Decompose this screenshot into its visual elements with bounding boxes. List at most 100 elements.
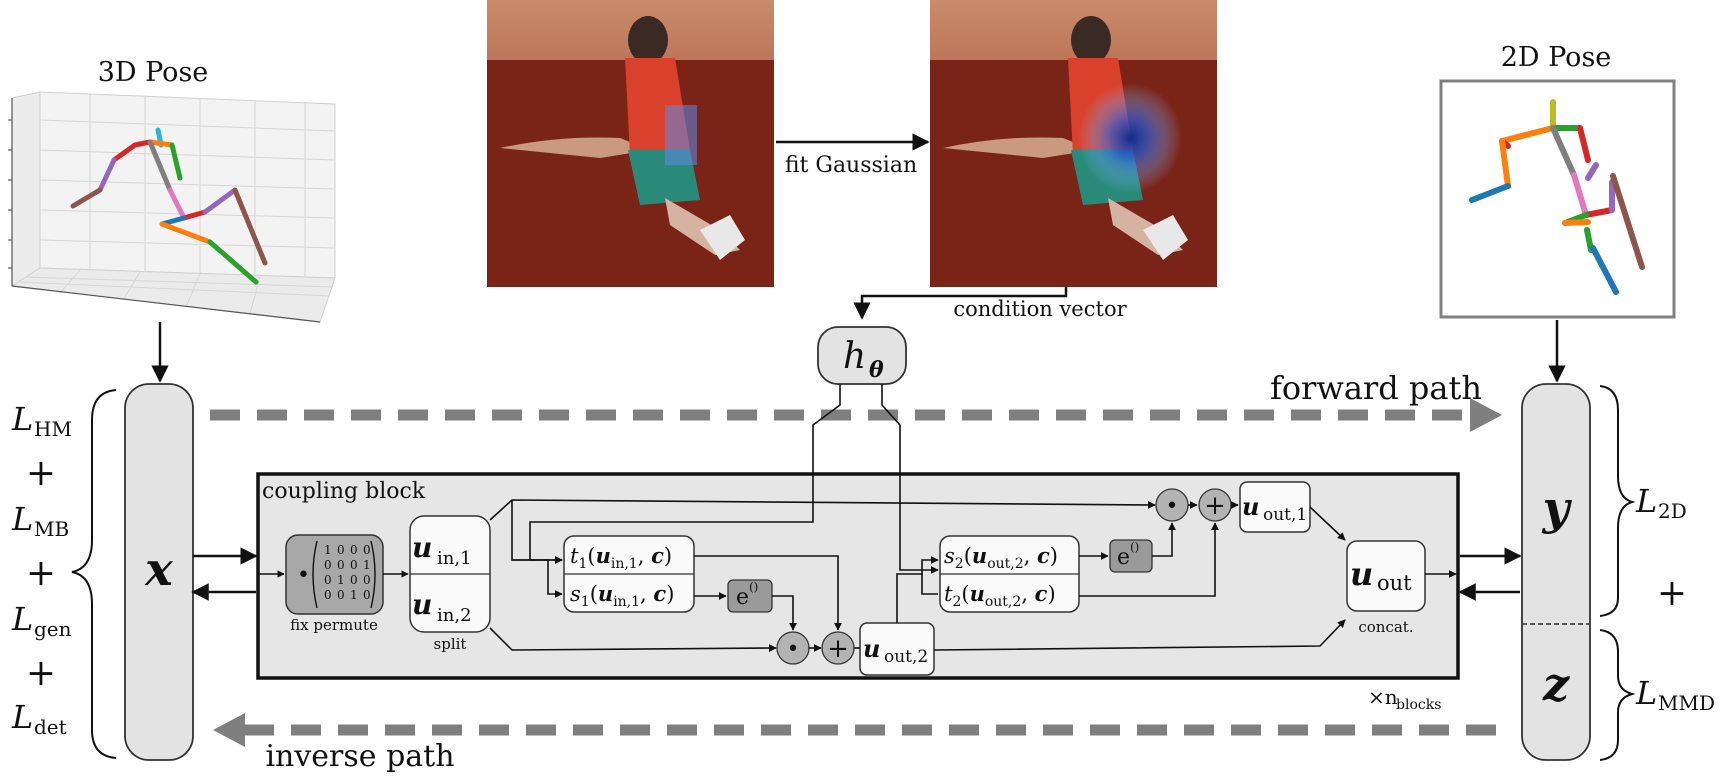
add-node-lower: + [821, 631, 855, 665]
coupling-block-title: coupling block [262, 479, 426, 504]
forward-path-label: forward path [1270, 369, 1482, 407]
permute-matrix-entry: 0 [324, 573, 332, 587]
block-connections [489, 384, 1457, 653]
permute-matrix-entry: 0 [363, 543, 371, 557]
u-out1-sub: out,1 [1263, 505, 1307, 525]
photo-input-image [487, 0, 774, 287]
loss-hm-symbol: L [11, 400, 33, 438]
photo-heatmap-image [930, 0, 1217, 287]
u-in2-sub: in,2 [437, 605, 472, 626]
loss-2d-symbol: L [1635, 482, 1657, 520]
pose3d-plot [8, 91, 336, 323]
permute-matrix-entry: 0 [337, 543, 345, 557]
permute-matrix-entry: 0 [350, 543, 358, 557]
loss-gen-symbol: L [11, 600, 33, 638]
right-losses: L 2D + L MMD [1599, 385, 1715, 761]
svg-text:+: + [827, 634, 849, 664]
z-label: z [1542, 657, 1570, 711]
fit-gaussian-label: fit Gaussian [785, 153, 917, 178]
x-variable-box: x [124, 383, 194, 761]
multiply-node-upper: • [1155, 488, 1189, 522]
plus-2: + [26, 553, 56, 594]
permute-matrix-entry: 1 [324, 543, 332, 557]
permute-dot: • [297, 563, 310, 588]
loss-mb-symbol: L [11, 500, 33, 538]
exp-box-2: e () [1109, 539, 1153, 573]
permute-matrix-entry: 0 [337, 558, 345, 572]
exp1-e: e [736, 585, 749, 610]
concat-label: concat. [1358, 618, 1413, 636]
split-box: u in,1 u in,2 split [409, 515, 491, 653]
split-label: split [434, 635, 467, 653]
loss-2d-sub: 2D [1658, 499, 1687, 523]
s2-label: s2(uout,2, c) [944, 543, 1058, 572]
add-node-upper: + [1198, 488, 1232, 522]
permute-matrix-entry: 0 [350, 573, 358, 587]
u-out-concat-box: u out concat. [1346, 540, 1426, 636]
plus-right: + [1657, 573, 1687, 614]
permute-matrix-entry: 1 [337, 573, 345, 587]
x-label: x [144, 542, 173, 596]
inverse-path-label: inverse path [265, 739, 454, 774]
svg-text:•: • [787, 637, 800, 662]
u-out-symbol: u [1350, 555, 1373, 593]
permute-matrix-entry: 0 [350, 558, 358, 572]
loss-mmd-symbol: L [1635, 674, 1657, 712]
pose2d-title: 2D Pose [1501, 42, 1612, 73]
permute-matrix-entry: 0 [337, 588, 345, 602]
loss-mb-sub: MB [34, 517, 69, 541]
permute-label: fix permute [290, 616, 378, 634]
left-losses: L HM + L MB + L gen + L det [11, 389, 117, 759]
u-in1-symbol: u [412, 531, 432, 564]
t2-label: t2(uout,2, c) [944, 581, 1056, 610]
permute-matrix-entry: 0 [324, 558, 332, 572]
exp-box-1: e () [727, 579, 773, 613]
exp2-e: e [1117, 545, 1130, 570]
permute-matrix-entry: 1 [350, 588, 358, 602]
permute-matrix-entry: 1 [363, 558, 371, 572]
s1-label: s1(uin,1, c) [570, 581, 674, 610]
loss-gen-sub: gen [34, 617, 72, 641]
u-out2-box: u out,2 [859, 622, 935, 676]
u-in2-symbol: u [412, 588, 432, 621]
multiply-node-lower: • [776, 631, 810, 665]
u-out2-sub: out,2 [884, 647, 928, 667]
s2-t2-box: s2(uout,2, c) t2(uout,2, c) [939, 535, 1080, 613]
u-out1-symbol: u [1242, 492, 1259, 521]
u-out-sub: out [1377, 571, 1412, 595]
u-out1-box: u out,1 [1239, 481, 1311, 533]
exp2-sup: () [1130, 540, 1139, 554]
loss-mmd-sub: MMD [1658, 691, 1715, 715]
plus-1: + [26, 453, 56, 494]
inverse-path: inverse path [213, 713, 1496, 774]
u-out2-symbol: u [863, 634, 880, 663]
pose3d-title: 3D Pose [98, 57, 209, 88]
condition-vector-label: condition vector [953, 297, 1127, 321]
loss-hm-sub: HM [34, 417, 72, 441]
forward-path: forward path [210, 369, 1502, 432]
yz-variable-box: y z [1521, 383, 1591, 761]
u-in1-sub: in,1 [437, 548, 472, 569]
plus-3: + [26, 653, 56, 694]
condition-network-box: h θ [817, 326, 907, 385]
loss-det-sub: det [34, 715, 67, 739]
y-label: y [1542, 481, 1573, 535]
permute-matrix-entry: 0 [363, 573, 371, 587]
t1-label: t1(uin,1, c) [570, 543, 672, 572]
h-theta-label: h [843, 336, 866, 377]
svg-text:•: • [1166, 494, 1179, 519]
condition-vector-arrow [853, 287, 1068, 320]
loss-det-symbol: L [11, 698, 33, 736]
exp1-sup: () [749, 580, 758, 594]
repeat-sub: blocks [1396, 697, 1441, 713]
t1-s1-box: t1(uin,1, c) s1(uin,1, c) [563, 535, 695, 613]
permute-matrix-entry: 0 [324, 588, 332, 602]
permute-matrix-entry: 0 [363, 588, 371, 602]
h-theta-sub: θ [869, 357, 884, 383]
svg-text:+: + [1204, 491, 1226, 521]
pose2d-plot [1439, 79, 1676, 319]
repeat-label: ×n [1368, 685, 1398, 709]
